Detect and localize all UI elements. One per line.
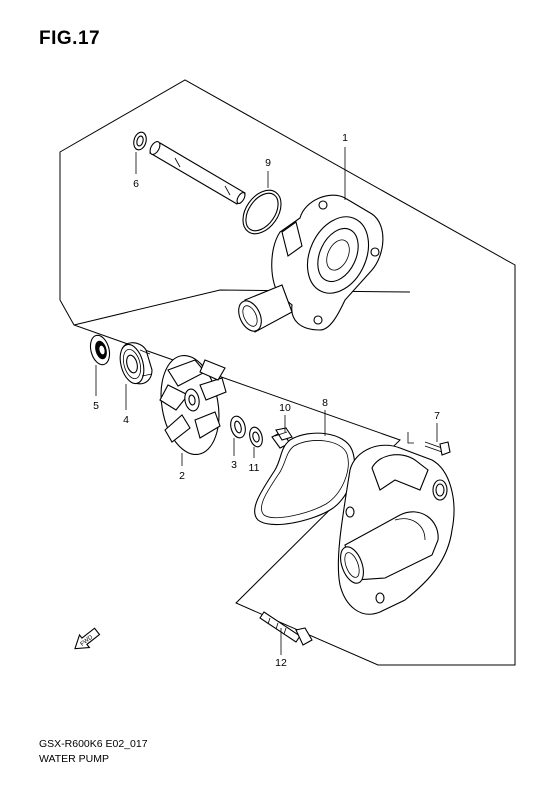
callout-10: 10 [279,402,291,414]
mechanical-seal-4 [119,342,153,385]
figure-code: GSX-R600K6 E02_017 [39,738,148,750]
o-ring-9 [242,189,282,235]
pump-shaft [149,141,246,205]
bolt-12 [259,611,313,646]
figure-name: WATER PUMP [39,753,109,765]
callout-12: 12 [275,657,287,669]
callout-11: 11 [249,462,260,474]
callout-9: 9 [265,157,271,169]
washer-11 [249,426,263,448]
callout-6: 6 [133,178,139,190]
callout-2: 2 [179,470,185,482]
callout-4: 4 [123,414,129,426]
callouts: 1 6 9 5 4 2 3 11 10 8 7 12 [93,132,440,669]
callout-5: 5 [93,400,99,412]
leader-lines [95,147,438,655]
washer-6 [133,131,147,151]
oil-seal-5 [89,334,111,366]
callout-3: 3 [231,459,237,471]
bolt-7 [424,441,451,456]
pump-cover [337,432,455,615]
callout-1: 1 [342,132,348,144]
impeller-2 [159,354,227,456]
callout-7: 7 [434,410,440,422]
gasket-8 [254,432,356,526]
callout-8: 8 [322,397,328,409]
washer-3 [230,415,246,439]
figure-title: FIG.17 [39,28,101,49]
fwd-arrow-icon: FWD [74,627,101,650]
